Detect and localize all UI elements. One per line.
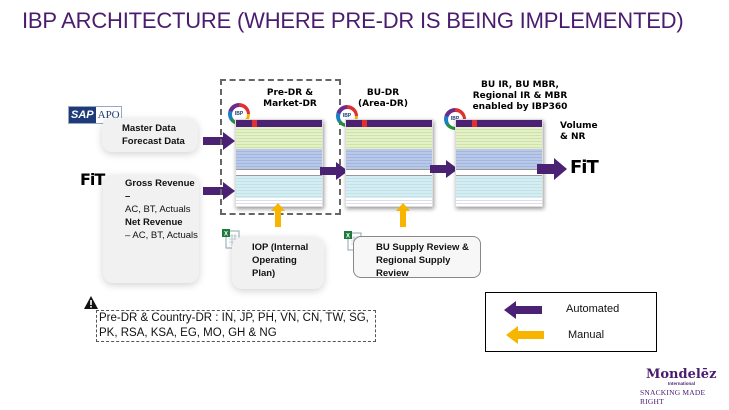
automated-arrow-revenue	[203, 182, 235, 200]
stage-bu-ir-label: BU IR, BU MBR, Regional IR & MBR enabled…	[460, 80, 580, 113]
forecast-data-line: Forecast Data	[122, 136, 185, 147]
automated-arrow-stage1-to-stage2	[320, 162, 348, 180]
legend-automated-label: Automated	[566, 303, 620, 315]
brand-tagline: SNACKING MADE RIGHT	[640, 388, 706, 406]
stage-bu-ir-line2: Regional IR & MBR	[472, 91, 568, 101]
ibp-text: IBP	[234, 110, 244, 117]
master-data-box: Master Data Forecast Data	[102, 118, 198, 152]
automated-arrow-to-fit	[537, 158, 567, 180]
ibp-text: IBP	[451, 116, 459, 122]
automated-arrow-stage2-to-stage3	[430, 160, 458, 178]
mondelez-logo: Mondelēz	[646, 367, 717, 382]
iop-line2: Operating	[252, 255, 297, 266]
stage-bu-dr-label: BU-DR (Area-DR)	[348, 88, 418, 110]
gross-revenue-detail: AC, BT, Actuals	[125, 204, 191, 215]
stage-pre-dr-line2: Market-DR	[263, 99, 317, 109]
supply-review-box: BU Supply Review & Regional Supply Revie…	[353, 236, 481, 279]
mondelez-logo-sub: International	[668, 381, 696, 386]
fit-target-logo: FiT	[570, 157, 599, 178]
stage-bu-dr-line2: (Area-DR)	[358, 99, 408, 109]
svg-text:X: X	[224, 232, 228, 238]
revenue-box: Gross Revenue – AC, BT, Actuals Net Reve…	[103, 175, 199, 283]
sap-logo-left: SAP	[69, 107, 96, 123]
master-data-line: Master Data	[122, 123, 176, 134]
net-revenue-detail: – AC, BT, Actuals	[125, 230, 198, 241]
manual-arrow-iop	[271, 203, 285, 227]
stage-bu-dr-line1: BU-DR	[366, 88, 400, 98]
iop-line3: Plan)	[252, 268, 276, 279]
automated-arrow-master	[203, 132, 235, 150]
output-line1: Volume	[560, 121, 598, 131]
stage-pre-dr-line1: Pre-DR &	[266, 88, 314, 98]
supply-line3: Review	[376, 268, 409, 279]
iop-line1: IOP (Internal	[252, 242, 309, 253]
supply-line1: BU Supply Review &	[376, 242, 469, 253]
pre-dr-report-thumbnail[interactable]	[235, 119, 323, 207]
supply-line2: Regional Supply	[376, 255, 451, 266]
fit-source-logo: FiT	[80, 170, 105, 189]
stage-bu-ir-line3: enabled by IBP360	[472, 102, 568, 112]
legend-manual-label: Manual	[568, 329, 605, 341]
output-label: Volume & NR	[560, 121, 610, 143]
ibp-text: IBP	[342, 112, 352, 119]
manual-arrow-supply	[396, 203, 410, 227]
stage-pre-dr-label: Pre-DR & Market-DR	[250, 88, 330, 110]
stage-bu-ir-line1: BU IR, BU MBR,	[481, 80, 559, 90]
legend-automated-arrow	[504, 301, 542, 319]
net-revenue-title: Net Revenue	[125, 217, 183, 228]
svg-text:X: X	[346, 234, 350, 240]
bu-dr-report-thumbnail[interactable]	[345, 119, 433, 207]
output-line2: & NR	[560, 132, 586, 142]
sap-apo-logo: SAP APO	[68, 106, 122, 124]
country-note: Pre-DR & Country-DR : IN, JP, PH, VN, CN…	[96, 310, 376, 342]
page-title: IBP ARCHITECTURE (WHERE PRE-DR IS BEING …	[22, 8, 684, 33]
iop-box: IOP (Internal Operating Plan)	[232, 237, 324, 289]
gross-revenue-title: Gross Revenue –	[125, 178, 195, 202]
legend: Automated Manual	[485, 292, 657, 352]
warning-icon	[84, 296, 98, 309]
bu-ir-report-thumbnail[interactable]	[455, 119, 543, 207]
legend-manual-arrow	[506, 326, 544, 344]
